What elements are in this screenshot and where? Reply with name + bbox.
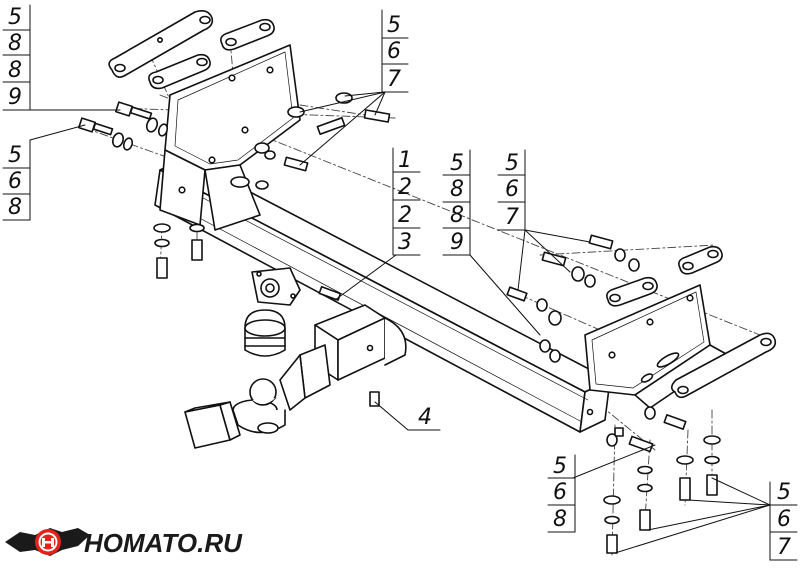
socket-plate [251,267,301,306]
callout-label: 8 [553,507,567,532]
right-mounting-bracket [584,284,729,409]
receiver-plug [184,401,241,449]
callout-center-right-a: 5 8 8 9 [442,149,471,256]
callout-label: 6 [777,507,791,532]
callout-label: 8 [450,177,464,202]
callout-label: 6 [8,169,22,194]
callout-label: 4 [418,405,432,430]
ball-cap [244,309,286,357]
callout-label: 2 [398,203,412,228]
leader-lines [29,91,771,554]
right-strap-plates [606,245,777,399]
homato-logo: HOMATO.RU [5,528,243,558]
callout-top-right: 5 6 7 [381,9,409,93]
callout-label: 6 [387,39,401,64]
left-strap-plates [108,10,275,90]
callout-label: 7 [777,535,791,560]
callout-label: 2 [398,175,412,200]
callout-label: 3 [398,230,412,255]
callout-bottom-right: 5 6 7 [769,480,798,561]
callout-bottom-mid: 5 6 8 [547,454,576,533]
callout-mid-left: 5 6 8 [2,139,31,221]
callout-center-right-b: 5 6 7 [497,149,526,231]
bolt-top-left-1 [114,101,153,120]
callout-label: 5 [8,143,22,168]
callout-label: 5 [505,151,519,176]
callout-label: 5 [387,13,401,38]
callout-ball-bolt: 4 [407,405,441,431]
callout-label: 8 [8,58,22,83]
callout-label: 7 [387,67,401,92]
bolt-top-left-2 [77,117,114,136]
callout-label: 6 [505,177,519,202]
callout-label: 8 [8,31,22,56]
callout-top-left: 5 8 8 9 [2,4,31,111]
logo-emblem-icon [5,528,90,556]
ball-mount-receiver [232,304,407,434]
callout-label: 9 [450,230,464,255]
callout-label: 7 [505,205,519,230]
left-mounting-bracket [159,44,301,231]
callout-label: 1 [398,148,412,173]
callout-label: 8 [450,203,464,228]
callout-label: 8 [8,195,22,220]
callout-label: 6 [553,480,567,505]
callout-label: 5 [777,480,791,505]
callout-center: 1 2 2 3 [392,147,421,256]
callout-label: 5 [553,454,567,479]
callout-label: 5 [450,151,464,176]
callout-label: 5 [8,5,22,30]
logo-text: HOMATO.RU [84,528,243,558]
fasteners [77,92,721,554]
callout-label: 9 [8,85,22,110]
